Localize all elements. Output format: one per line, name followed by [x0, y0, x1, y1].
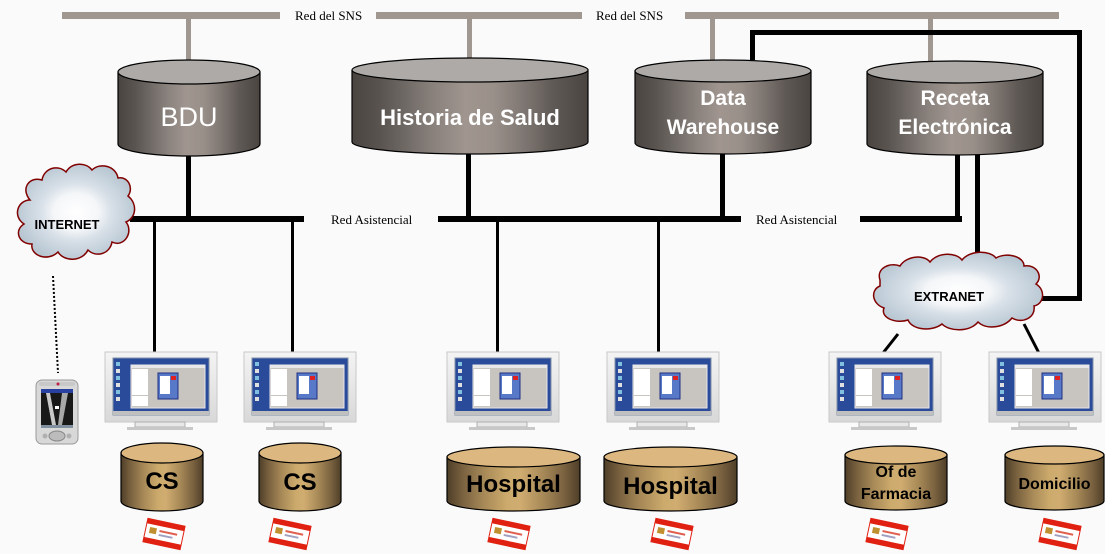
database-cylinder-icon: [603, 446, 738, 512]
central-db-dwh-label: Warehouse: [667, 116, 779, 139]
sns-network-label: Red del SNS: [295, 8, 362, 23]
computer-monitor-icon[interactable]: [243, 351, 357, 430]
database-cylinder-icon: [446, 446, 581, 512]
computer-monitor-icon[interactable]: [988, 351, 1102, 430]
asistencial-network-label: Red Asistencial: [756, 212, 838, 227]
local-db-hospital1-label: Hospital: [466, 471, 561, 498]
health-smart-card-icon: [268, 517, 312, 551]
computer-monitor-icon[interactable]: [828, 351, 942, 430]
dwh-extranet-link: [750, 30, 1082, 301]
sns-network-line: [62, 12, 1059, 73]
database-cylinder-icon: [351, 57, 589, 155]
database-cylinder-icon: [117, 59, 261, 157]
central-db-historia-label: Historia de Salud: [380, 105, 560, 130]
local-db-cs2[interactable]: CS: [258, 442, 342, 512]
health-smart-card-icon: [1038, 517, 1082, 551]
pda-device-icon[interactable]: [35, 379, 79, 445]
database-cylinder-icon: [634, 59, 812, 155]
central-db-dwh-label: Data: [700, 87, 746, 110]
local-db-hospital2-label: Hospital: [623, 473, 718, 500]
local-db-cs1-label: CS: [145, 468, 178, 495]
health-smart-card-icon: [650, 517, 694, 551]
computer-monitor-icon[interactable]: [606, 351, 720, 430]
central-db-receta-label: Receta: [921, 87, 990, 110]
central-db-receta-label: Electrónica: [898, 116, 1012, 139]
local-db-hospital1[interactable]: Hospital: [446, 446, 581, 512]
computer-monitor-icon[interactable]: [446, 351, 560, 430]
local-db-domicilio[interactable]: Domicilio: [1004, 445, 1105, 511]
local-db-cs2-label: CS: [283, 469, 316, 496]
local-db-hospital2[interactable]: Hospital: [603, 446, 738, 512]
cloud-icon: [16, 163, 136, 260]
asistencial-network-label: Red Asistencial: [331, 212, 413, 227]
local-db-farmacia[interactable]: Of de Farmacia: [844, 445, 948, 511]
central-db-historia[interactable]: Historia de Salud: [351, 57, 589, 155]
health-smart-card-icon: [865, 517, 909, 551]
sns-network-label: Red del SNS: [596, 8, 663, 23]
database-cylinder-icon: [1004, 445, 1105, 511]
computer-monitor-icon[interactable]: [104, 351, 218, 430]
central-db-bdu-label: BDU: [160, 102, 217, 132]
extranet-cloud[interactable]: EXTRANET: [872, 251, 1044, 331]
asistencial-network-line: [130, 152, 980, 358]
health-smart-card-icon: [142, 517, 186, 551]
database-cylinder-icon: [258, 442, 342, 512]
internet-label: INTERNET: [35, 217, 100, 232]
local-db-cs1[interactable]: CS: [120, 442, 204, 512]
database-cylinder-icon: [120, 442, 204, 512]
database-cylinder-icon: [844, 445, 948, 511]
local-db-farmacia-label: Of de: [876, 464, 917, 481]
database-cylinder-icon: [866, 60, 1044, 156]
central-db-bdu[interactable]: BDU: [117, 59, 261, 157]
extranet-label: EXTRANET: [914, 289, 984, 304]
health-smart-card-icon: [487, 517, 531, 551]
local-db-domicilio-label: Domicilio: [1018, 476, 1090, 493]
internet-pda-link: [52, 275, 59, 374]
cloud-icon: [872, 251, 1044, 331]
internet-cloud[interactable]: INTERNET: [16, 163, 136, 260]
local-db-farmacia-label: Farmacia: [861, 486, 931, 503]
